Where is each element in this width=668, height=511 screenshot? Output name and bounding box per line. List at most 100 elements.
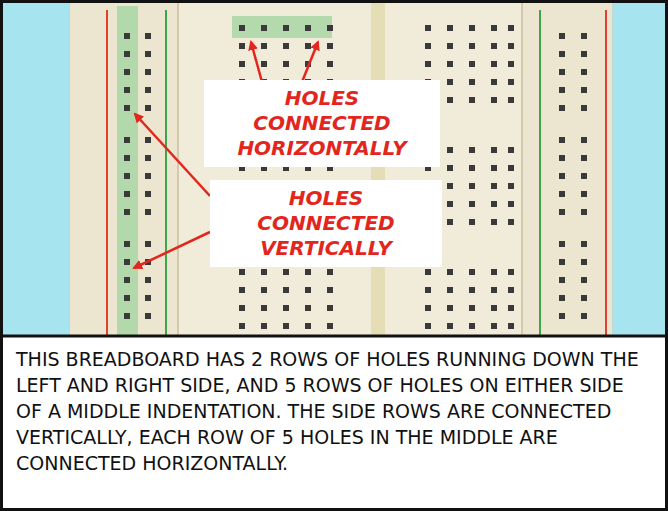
hole (327, 269, 333, 275)
hole (491, 79, 497, 85)
red-rail-line (106, 10, 108, 336)
hole (491, 305, 497, 311)
hole (508, 219, 514, 225)
hole (491, 269, 497, 275)
hole (447, 147, 453, 153)
hole (425, 61, 431, 67)
hole (508, 165, 514, 171)
right-rail-strip (522, 0, 612, 336)
leader-arrow (135, 114, 210, 196)
hole (124, 259, 130, 265)
hole (145, 241, 151, 247)
hole (508, 61, 514, 67)
hole (283, 25, 289, 31)
hole (283, 305, 289, 311)
hole (124, 209, 130, 215)
hole (261, 25, 267, 31)
hole (283, 43, 289, 49)
callout-label: HOLES CONNECTED HORIZONTALLY (214, 86, 430, 161)
hole (447, 25, 453, 31)
hole (261, 287, 267, 293)
hole (447, 219, 453, 225)
hole (581, 191, 587, 197)
hole (581, 33, 587, 39)
hole (469, 25, 475, 31)
hole (559, 155, 565, 161)
hole (559, 69, 565, 75)
hole (239, 269, 245, 275)
hole (327, 305, 333, 311)
hole (261, 43, 267, 49)
hole (581, 51, 587, 57)
board-body (70, 0, 612, 336)
hole (145, 209, 151, 215)
hole (447, 183, 453, 189)
hole (425, 287, 431, 293)
hole (491, 323, 497, 329)
hole (469, 305, 475, 311)
hole (491, 165, 497, 171)
hole (447, 43, 453, 49)
hole (508, 25, 514, 31)
hole (261, 305, 267, 311)
hole (469, 79, 475, 85)
hole (559, 295, 565, 301)
hole (283, 61, 289, 67)
hole (508, 305, 514, 311)
hole (447, 269, 453, 275)
hole (425, 305, 431, 311)
hole (508, 79, 514, 85)
hole (239, 323, 245, 329)
hole (447, 61, 453, 67)
caption-text: THIS BREADBOARD HAS 2 ROWS OF HOLES RUNN… (16, 346, 654, 476)
hole (425, 323, 431, 329)
hole (239, 43, 245, 49)
hole (425, 25, 431, 31)
hole (327, 25, 333, 31)
hole (559, 51, 565, 57)
caption-panel (0, 336, 668, 511)
hole (491, 43, 497, 49)
hole (327, 287, 333, 293)
hole (559, 259, 565, 265)
hole (124, 137, 130, 143)
hole-grid (124, 25, 587, 329)
hole (327, 323, 333, 329)
hole (508, 43, 514, 49)
hole (124, 105, 130, 111)
hole (581, 69, 587, 75)
hole (559, 33, 565, 39)
hole (581, 173, 587, 179)
horizontal-highlight (232, 16, 332, 38)
green-rail-line (165, 10, 167, 336)
hole (327, 61, 333, 67)
hole (425, 269, 431, 275)
hole (124, 87, 130, 93)
hole (239, 287, 245, 293)
hole (305, 43, 311, 49)
hole (124, 313, 130, 319)
hole (124, 191, 130, 197)
hole (447, 305, 453, 311)
hole (283, 269, 289, 275)
callout-label: HOLES CONNECTED VERTICALLY (220, 186, 432, 261)
hole (508, 323, 514, 329)
hole (261, 269, 267, 275)
callout-box: HOLES CONNECTED HORIZONTALLY (204, 80, 440, 167)
hole (581, 87, 587, 93)
hole (559, 277, 565, 283)
hole (124, 173, 130, 179)
hole (469, 219, 475, 225)
hole (469, 269, 475, 275)
green-rail-line (539, 10, 541, 336)
hole (469, 165, 475, 171)
hole (327, 43, 333, 49)
hole (469, 61, 475, 67)
hole (145, 51, 151, 57)
hole (124, 51, 130, 57)
hole (145, 313, 151, 319)
hole (469, 97, 475, 103)
hole (124, 155, 130, 161)
hole (145, 105, 151, 111)
hole (447, 287, 453, 293)
